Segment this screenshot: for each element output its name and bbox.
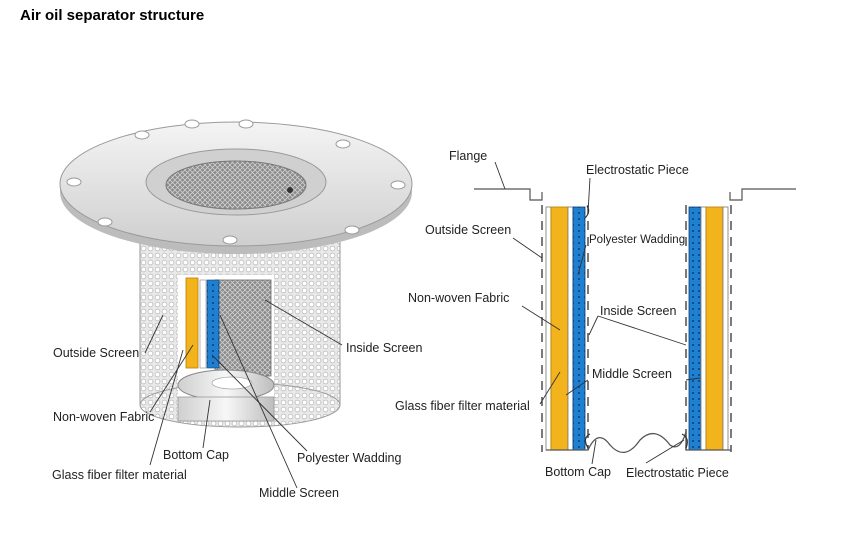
label-glass-fiber-left: Glass fiber filter material [52, 468, 187, 482]
right-wall [685, 205, 732, 452]
label-flange: Flange [449, 149, 488, 163]
label-non-woven-fabric-left: Non-woven Fabric [53, 410, 155, 424]
label-outside-screen-right: Outside Screen [425, 223, 512, 237]
label-bottom-cap-right: Bottom Cap [545, 465, 612, 479]
label-inside-screen-right: Inside Screen [600, 304, 677, 318]
cutaway [177, 275, 275, 422]
label-inside-screen-left: Inside Screen [346, 341, 423, 355]
page-title: Air oil separator structure [20, 7, 205, 24]
left-3d-separator [59, 119, 413, 489]
label-non-woven-fabric-right: Non-woven Fabric [408, 291, 510, 305]
label-polyester-wadding-right: Polyester Wadding [589, 234, 686, 246]
right-cross-section [474, 161, 796, 465]
label-outside-screen-left: Outside Screen [53, 346, 140, 360]
left-leader-lines [144, 299, 343, 489]
label-middle-screen-right: Middle Screen [592, 367, 672, 381]
label-polyester-wadding-left: Polyester Wadding [297, 451, 402, 465]
label-electrostatic-piece-bottom: Electrostatic Piece [626, 466, 729, 480]
label-bottom-cap-left: Bottom Cap [163, 448, 230, 462]
flange-profile [474, 188, 796, 201]
flange-disc [59, 119, 413, 254]
right-leader-lines [494, 161, 701, 465]
label-electrostatic-piece-top: Electrostatic Piece [586, 163, 689, 177]
label-middle-screen-left: Middle Screen [259, 486, 339, 500]
left-wall [541, 205, 589, 452]
bottom-cap-profile [546, 205, 731, 453]
label-glass-fiber-right: Glass fiber filter material [395, 399, 530, 413]
